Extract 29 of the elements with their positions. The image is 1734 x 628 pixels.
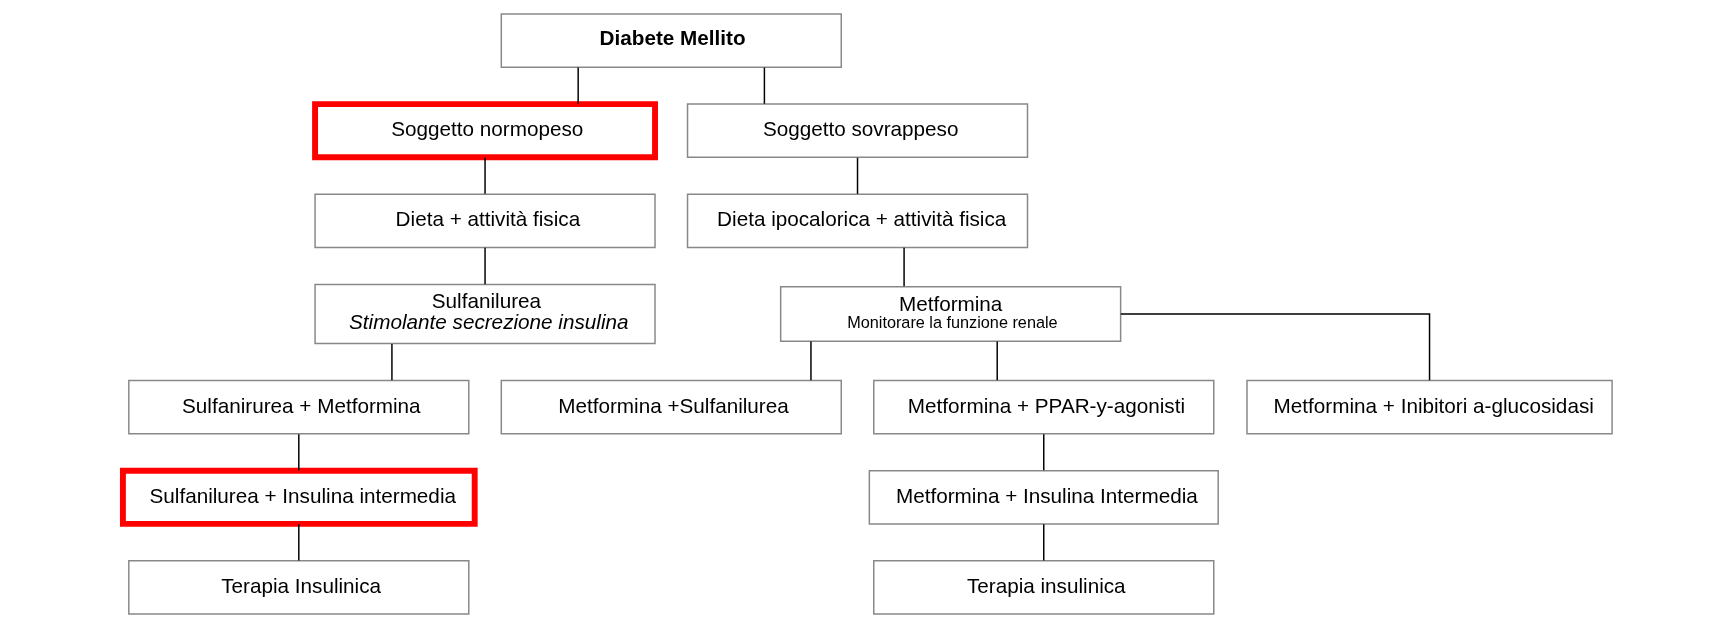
node-box: Soggetto normopeso	[311, 101, 658, 161]
node-box: Terapia Insulinica	[127, 560, 470, 615]
connector	[576, 66, 579, 105]
connector	[390, 343, 393, 382]
connector	[856, 157, 858, 195]
node-box: Dieta + attività fisica	[313, 193, 656, 249]
node-box: Sulfanilurea Stimolante secrezione insulina	[313, 283, 656, 345]
connector	[483, 157, 486, 195]
connector	[297, 433, 300, 471]
connector	[763, 66, 765, 105]
connector	[1119, 313, 1430, 381]
node-box: Dieta ipocalorica + attività fisica	[686, 193, 1028, 249]
node-box: Sulfanirurea + Metformina	[127, 379, 470, 435]
connector	[995, 340, 998, 381]
node-box: Metformina + Insulina Intermedia	[868, 469, 1219, 525]
connector	[1042, 523, 1044, 562]
node-box: Diabete Mellito	[500, 13, 842, 68]
node-box: Terapia insulinica	[872, 560, 1214, 615]
node-box: Metformina + PPAR-y-agonisti	[872, 379, 1214, 435]
node-box: Metformina + Inibitori a-glucosidasi	[1245, 379, 1613, 435]
connector	[483, 247, 486, 285]
node-box: Metformina Monitorare la funzione renale	[779, 285, 1121, 343]
node-box: Metformina +Sulfanilurea	[500, 379, 842, 435]
connector	[297, 523, 300, 562]
node-box: Soggetto sovrappeso	[686, 103, 1028, 159]
connector	[902, 247, 905, 287]
connector	[809, 340, 812, 381]
connector	[1042, 433, 1044, 471]
node-box: Sulfanilurea + Insulina intermedia	[119, 467, 478, 527]
